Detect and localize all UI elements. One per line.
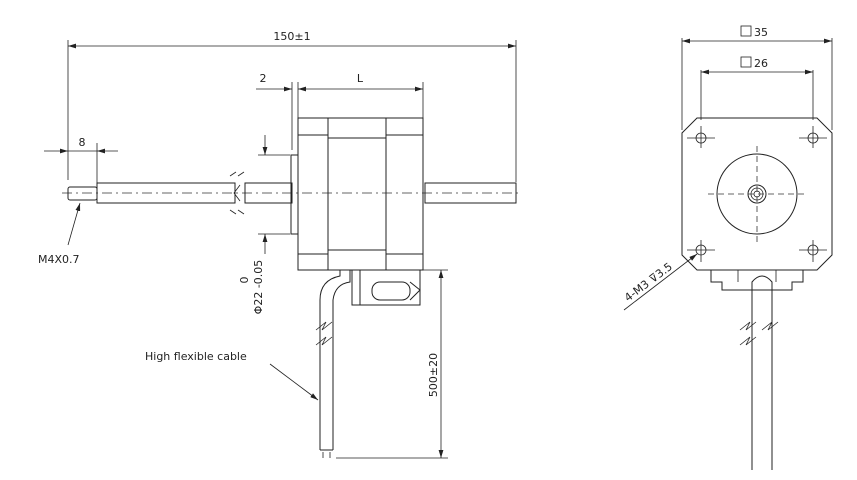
body-length-dimension: L <box>357 72 364 85</box>
thread-label: M4X0.7 <box>38 253 80 266</box>
flange-thickness-dimension: 2 <box>260 72 267 85</box>
side-view: 150±1 8 M4X0.7 2 L <box>38 30 520 459</box>
hole-square-dimension: 26 <box>754 57 768 70</box>
square-symbol-icon <box>740 56 752 68</box>
boss-diameter-dimension: Φ22 -0.05 <box>252 260 265 315</box>
cable-label: High flexible cable <box>145 350 247 363</box>
outer-square-dimension: 35 <box>754 26 768 39</box>
boss-diameter-tolerance: 0 <box>238 277 251 284</box>
mount-holes-label: 4-M3 ⊽3.5 <box>622 260 675 304</box>
square-symbol-icon <box>740 25 752 37</box>
stub-length-dimension: 8 <box>79 136 86 149</box>
cable-length-dimension: 500±20 <box>427 353 440 397</box>
front-view: 35 26 4-M3 ⊽3.5 <box>622 25 833 470</box>
overall-length-dimension: 150±1 <box>273 30 310 43</box>
